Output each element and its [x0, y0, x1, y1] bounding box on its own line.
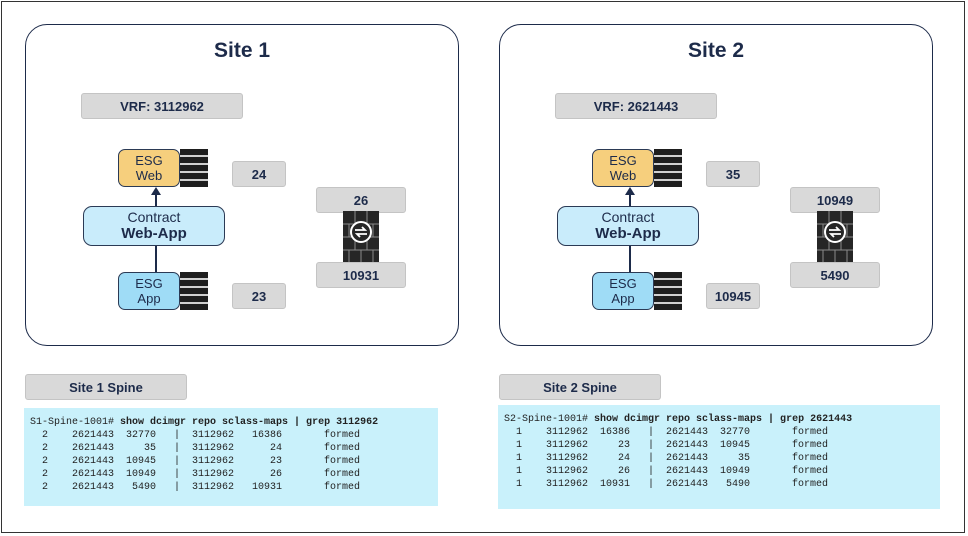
esg-app-line2: App — [137, 291, 161, 306]
site-2-esg-web-label: ESG Web — [592, 149, 654, 187]
connector-line — [629, 246, 631, 272]
site-1-web-pctag: 24 — [232, 161, 286, 187]
site-1-fw-top-pctag: 26 — [316, 187, 406, 213]
esg-app-line1: ESG — [135, 276, 163, 291]
server-stack-icon — [654, 272, 682, 310]
contract-name: Web-App — [121, 225, 187, 242]
site-1-cli-output: S1-Spine-1001# show dcimgr repo sclass-m… — [24, 408, 438, 506]
site-2-spine-label: Site 2 Spine — [499, 374, 661, 400]
connector-line — [155, 194, 157, 206]
site-1-spine-label: Site 1 Spine — [25, 374, 187, 400]
site-2-app-pctag: 10945 — [706, 283, 760, 309]
site-1-esg-app: ESG App — [118, 272, 210, 310]
site-2-esg-app: ESG App — [592, 272, 684, 310]
cli-command-line: S2-Spine-1001# show dcimgr repo sclass-m… — [504, 413, 934, 426]
firewall-icon — [817, 211, 853, 263]
arrow-up-icon — [625, 187, 635, 195]
cli-row: 2 2621443 32770 | 3112962 16386 formed — [30, 430, 361, 441]
site-1-esg-app-label: ESG App — [118, 272, 180, 310]
cli-row: 2 2621443 10945 | 3112962 23 formed — [30, 456, 361, 467]
site-1-esg-web-label: ESG Web — [118, 149, 180, 187]
cli-row: 1 3112962 24 | 2621443 35 formed — [504, 453, 829, 464]
site-2-esg-app-label: ESG App — [592, 272, 654, 310]
esg-web-line2: Web — [135, 168, 163, 183]
site-2-vrf-label: VRF: 2621443 — [555, 93, 717, 119]
cli-row: 1 3112962 10931 | 2621443 5490 formed — [504, 479, 829, 490]
server-stack-icon — [180, 149, 208, 187]
site-1-app-pctag: 23 — [232, 283, 286, 309]
site-1-vrf-label: VRF: 3112962 — [81, 93, 243, 119]
site-2-fw-bottom-pctag: 5490 — [790, 262, 880, 288]
site-1-box: Site 1 VRF: 3112962 ESG Web Contract Web… — [25, 24, 459, 346]
connector-line — [155, 246, 157, 272]
site-2-web-pctag: 35 — [706, 161, 760, 187]
site-2-box: Site 2 VRF: 2621443 ESG Web Contract Web… — [499, 24, 933, 346]
esg-web-line1: ESG — [135, 153, 163, 168]
site-2-contract: Contract Web-App — [557, 206, 699, 246]
cli-row: 1 3112962 23 | 2621443 10945 formed — [504, 440, 829, 451]
esg-app-line2: App — [611, 291, 635, 306]
site-1-title: Site 1 — [213, 39, 271, 62]
contract-name: Web-App — [595, 225, 661, 242]
contract-line1: Contract — [127, 209, 181, 225]
esg-web-line1: ESG — [609, 153, 637, 168]
cli-prompt: S2-Spine-1001# — [504, 414, 589, 425]
cli-command-line: S1-Spine-1001# show dcimgr repo sclass-m… — [30, 416, 432, 429]
site-2-title: Site 2 — [687, 39, 745, 62]
firewall-icon — [343, 211, 379, 263]
site-2-esg-web: ESG Web — [592, 149, 684, 187]
cli-command: show dcimgr repo sclass-maps | grep 3112… — [120, 417, 379, 428]
cli-row: 2 2621443 35 | 3112962 24 formed — [30, 443, 361, 454]
arrow-up-icon — [151, 187, 161, 195]
connector-line — [629, 194, 631, 206]
cli-row: 2 2621443 5490 | 3112962 10931 formed — [30, 482, 361, 493]
cli-command: show dcimgr repo sclass-maps | grep 2621… — [594, 414, 853, 425]
cli-row: 1 3112962 26 | 2621443 10949 formed — [504, 466, 829, 477]
esg-app-line1: ESG — [609, 276, 637, 291]
server-stack-icon — [654, 149, 682, 187]
site-2-cli-output: S2-Spine-1001# show dcimgr repo sclass-m… — [498, 405, 940, 509]
site-1-fw-bottom-pctag: 10931 — [316, 262, 406, 288]
cli-prompt: S1-Spine-1001# — [30, 417, 115, 428]
esg-web-line2: Web — [609, 168, 637, 183]
site-2-fw-top-pctag: 10949 — [790, 187, 880, 213]
site-1-esg-web: ESG Web — [118, 149, 210, 187]
site-1-contract: Contract Web-App — [83, 206, 225, 246]
cli-row: 1 3112962 16386 | 2621443 32770 formed — [504, 427, 829, 438]
server-stack-icon — [180, 272, 208, 310]
cli-row: 2 2621443 10949 | 3112962 26 formed — [30, 469, 361, 480]
contract-line1: Contract — [601, 209, 655, 225]
